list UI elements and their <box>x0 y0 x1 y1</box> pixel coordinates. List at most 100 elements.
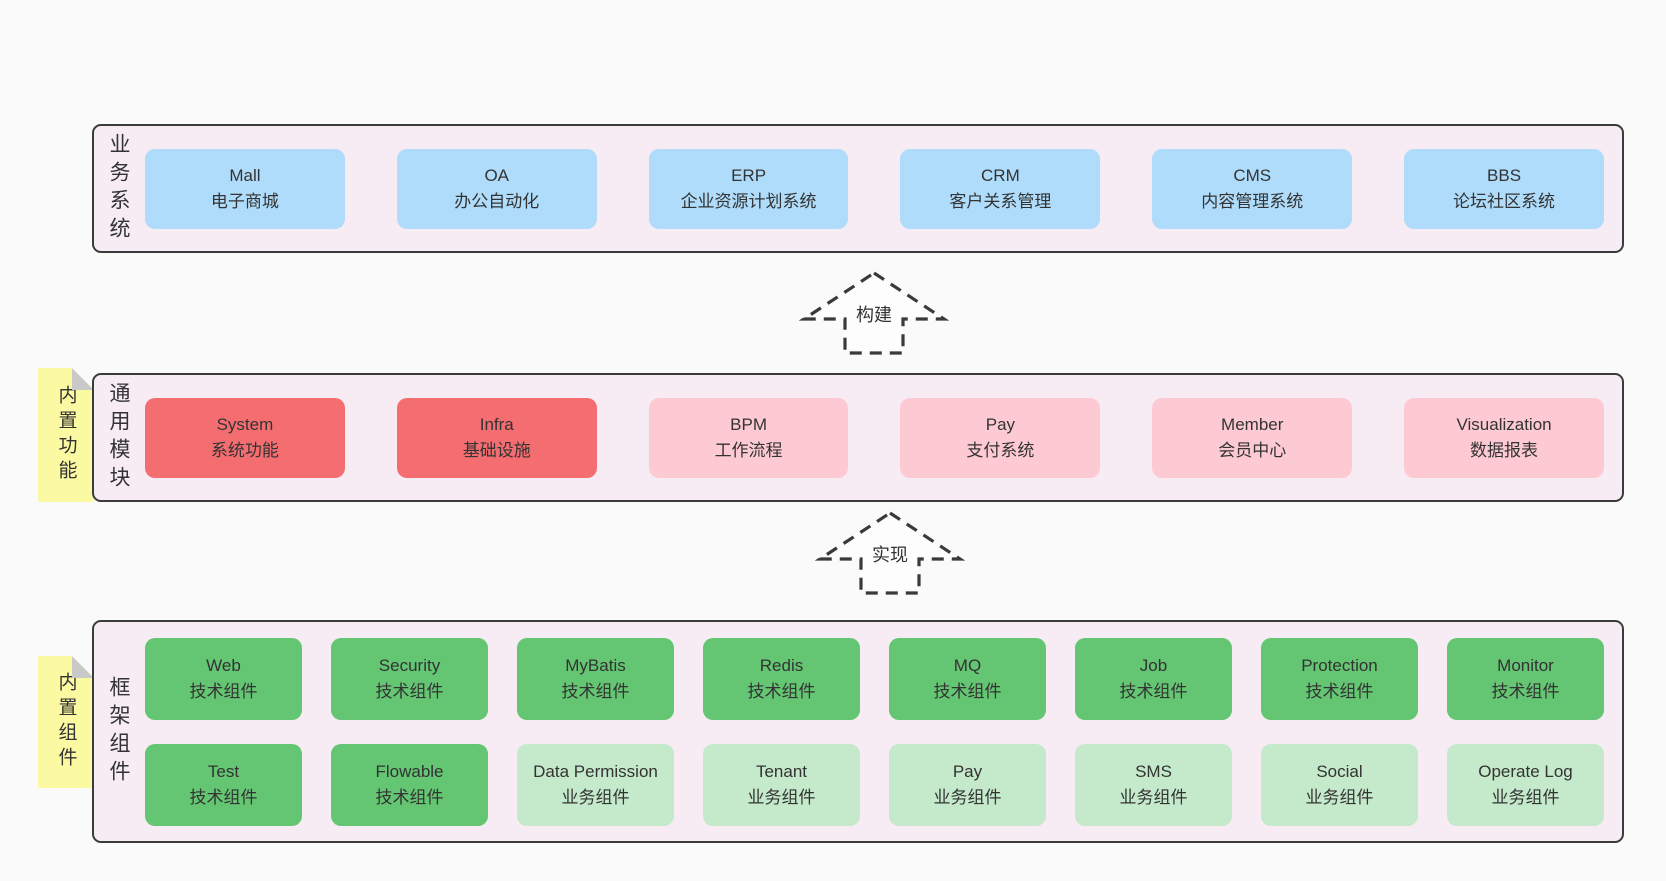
box-subtitle: 技术组件 <box>1491 681 1560 701</box>
box-title: Visualization <box>1456 414 1552 434</box>
box-system: System 系统功能 <box>145 397 345 478</box>
box-subtitle: 技术组件 <box>747 681 816 701</box>
box-mall: Mall 电子商城 <box>145 148 345 229</box>
box-title: Job <box>1139 655 1168 675</box>
box-subtitle: 技术组件 <box>1305 681 1374 701</box>
box-title: Security <box>378 655 441 675</box>
box-pay-component: Pay 业务组件 <box>889 743 1046 826</box>
box-title: Tenant <box>755 761 808 781</box>
box-title: Member <box>1221 414 1284 434</box>
box-title: Data Permission <box>533 761 658 781</box>
box-sms: SMS 业务组件 <box>1075 743 1232 826</box>
box-cms: CMS 内容管理系统 <box>1152 148 1353 229</box>
box-erp: ERP 企业资源计划系统 <box>648 148 849 229</box>
box-title: Protection <box>1301 655 1378 675</box>
box-title: Mall <box>229 165 261 185</box>
box-title: CMS <box>1233 165 1272 185</box>
common-modules-label: 通用模块 <box>107 381 130 494</box>
box-title: Monitor <box>1497 655 1554 675</box>
box-title: MyBatis <box>565 655 626 675</box>
box-title: Test <box>207 761 240 781</box>
box-job: Job 技术组件 <box>1075 637 1232 720</box>
implement-arrow: 实现 <box>815 510 965 596</box>
box-subtitle: 技术组件 <box>1119 681 1188 701</box>
box-subtitle: 电子商城 <box>210 191 279 211</box>
common-modules-panel: 通用模块 System 系统功能 Infra 基础设施 BPM 工作流程 Pay… <box>92 373 1624 502</box>
business-systems-panel: 业务系统 Mall 电子商城 OA 办公自动化 ERP 企业资源计划系统 CRM… <box>92 124 1624 253</box>
business-systems-boxes: Mall 电子商城 OA 办公自动化 ERP 企业资源计划系统 CRM 客户关系… <box>145 148 1604 229</box>
tech-components-row: Web 技术组件 Security 技术组件 MyBatis 技术组件 Redi… <box>145 637 1604 720</box>
box-subtitle: 客户关系管理 <box>949 191 1052 211</box>
box-title: Social <box>1316 761 1363 781</box>
box-title: Pay <box>952 761 983 781</box>
builtin-features-note: 内置功能 <box>38 368 94 502</box>
box-subtitle: 系统功能 <box>210 440 279 460</box>
box-test: Test 技术组件 <box>145 743 302 826</box>
folded-corner-icon <box>72 656 94 678</box>
box-title: Operate Log <box>1478 761 1573 781</box>
box-security: Security 技术组件 <box>331 637 488 720</box>
box-subtitle: 办公自动化 <box>454 191 540 211</box>
box-subtitle: 技术组件 <box>933 681 1002 701</box>
box-flowable: Flowable 技术组件 <box>331 743 488 826</box>
box-title: System <box>216 414 274 434</box>
box-subtitle: 业务组件 <box>1491 787 1560 807</box>
box-subtitle: 基础设施 <box>462 440 531 460</box>
box-title: ERP <box>731 165 767 185</box>
box-web: Web 技术组件 <box>145 637 302 720</box>
box-bpm: BPM 工作流程 <box>648 397 849 478</box>
box-subtitle: 企业资源计划系统 <box>680 191 817 211</box>
box-tenant: Tenant 业务组件 <box>703 743 860 826</box>
box-subtitle: 业务组件 <box>561 787 630 807</box>
box-title: Web <box>206 655 241 675</box>
folded-corner-icon <box>72 368 94 390</box>
box-title: SMS <box>1135 761 1172 781</box>
box-subtitle: 业务组件 <box>933 787 1002 807</box>
box-subtitle: 数据报表 <box>1470 440 1539 460</box>
box-subtitle: 论坛社区系统 <box>1453 191 1556 211</box>
box-mybatis: MyBatis 技术组件 <box>517 637 674 720</box>
box-pay-module: Pay 支付系统 <box>900 397 1101 478</box>
box-member: Member 会员中心 <box>1152 397 1353 478</box>
box-title: BBS <box>1487 165 1522 185</box>
box-title: MQ <box>953 655 982 675</box>
box-subtitle: 内容管理系统 <box>1201 191 1304 211</box>
box-subtitle: 工作流程 <box>714 440 783 460</box>
builtin-features-note-text: 内置功能 <box>55 385 77 485</box>
box-mq: MQ 技术组件 <box>889 637 1046 720</box>
builtin-components-note: 内置组件 <box>38 656 94 788</box>
box-subtitle: 技术组件 <box>561 681 630 701</box>
box-title: Flowable <box>375 761 444 781</box>
biz-components-row: Test 技术组件 Flowable 技术组件 Data Permission … <box>145 743 1604 826</box>
box-bbs: BBS 论坛社区系统 <box>1404 148 1604 229</box>
builtin-components-note-text: 内置组件 <box>55 672 77 772</box>
box-infra: Infra 基础设施 <box>396 397 597 478</box>
box-subtitle: 业务组件 <box>1305 787 1374 807</box>
box-subtitle: 业务组件 <box>1119 787 1188 807</box>
box-title: Redis <box>759 655 804 675</box>
build-arrow: 构建 <box>799 270 949 356</box>
box-subtitle: 技术组件 <box>375 787 444 807</box>
box-subtitle: 技术组件 <box>189 681 258 701</box>
business-systems-label: 业务系统 <box>107 132 130 245</box>
box-monitor: Monitor 技术组件 <box>1447 637 1604 720</box>
box-crm: CRM 客户关系管理 <box>900 148 1101 229</box>
box-oa: OA 办公自动化 <box>396 148 597 229</box>
box-social: Social 业务组件 <box>1261 743 1418 826</box>
box-data-permission: Data Permission 业务组件 <box>517 743 674 826</box>
box-title: Pay <box>985 414 1016 434</box>
box-subtitle: 业务组件 <box>747 787 816 807</box>
box-subtitle: 支付系统 <box>966 440 1035 460</box>
box-title: BPM <box>730 414 767 434</box>
box-title: Infra <box>479 414 514 434</box>
build-arrow-label: 构建 <box>853 300 895 328</box>
box-visualization: Visualization 数据报表 <box>1404 397 1604 478</box>
box-subtitle: 技术组件 <box>375 681 444 701</box>
box-subtitle: 技术组件 <box>189 787 258 807</box>
framework-components-panel: 框架组件 Web 技术组件 Security 技术组件 MyBatis 技术组件… <box>92 620 1624 843</box>
box-redis: Redis 技术组件 <box>703 637 860 720</box>
box-operate-log: Operate Log 业务组件 <box>1447 743 1604 826</box>
implement-arrow-label: 实现 <box>869 540 911 568</box>
framework-components-rows: Web 技术组件 Security 技术组件 MyBatis 技术组件 Redi… <box>145 637 1604 826</box>
box-protection: Protection 技术组件 <box>1261 637 1418 720</box>
